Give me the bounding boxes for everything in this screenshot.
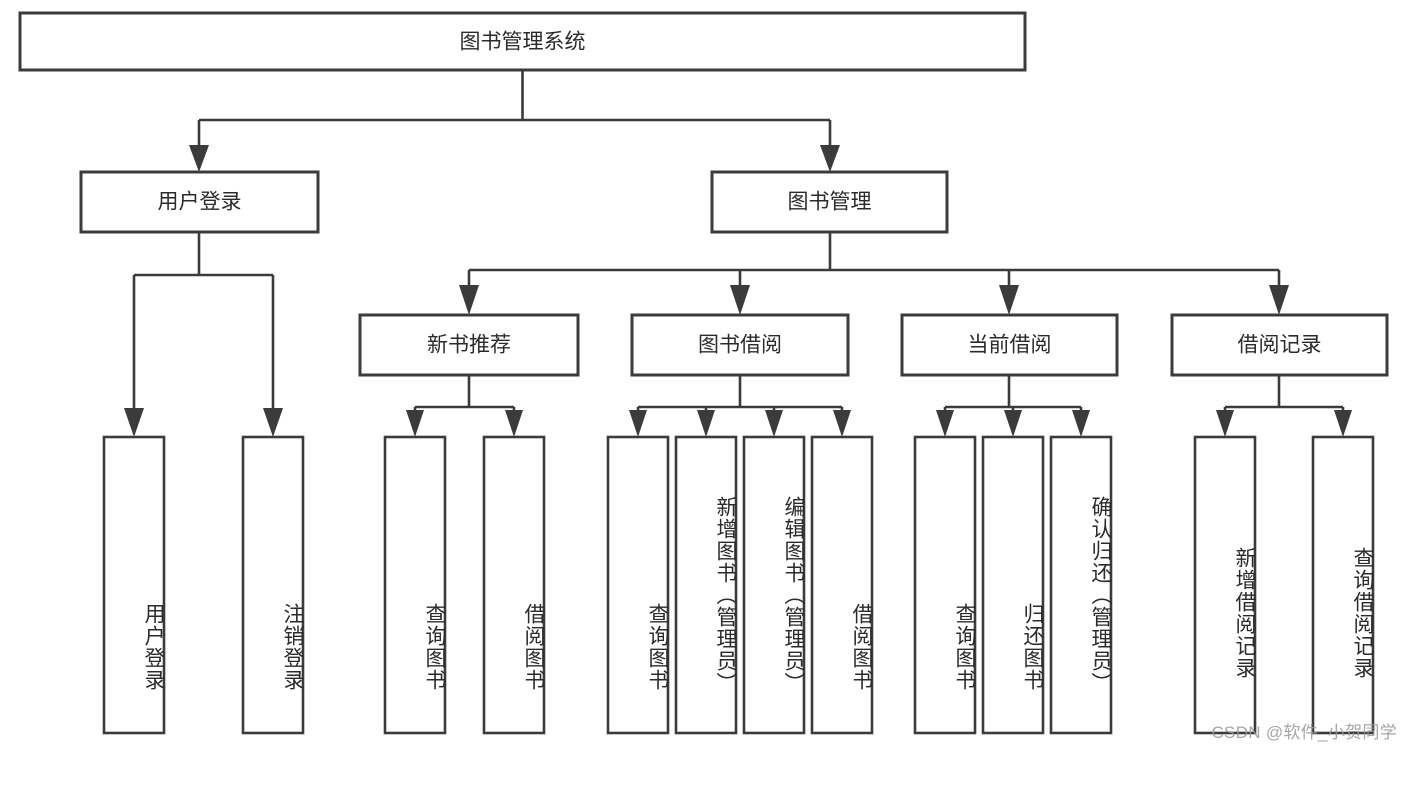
arrow-head-icon (459, 285, 479, 315)
node-title-system[interactable] (18, 11, 1027, 72)
node-new-book-recommend-label: 新书推荐 (427, 334, 511, 357)
csdn-watermark: CSDN @软件_小贺同学 (1211, 723, 1397, 742)
arrow-head-icon (1072, 410, 1090, 437)
node-leaf-add-book[interactable] (674, 435, 738, 735)
node-title-system-label: 图书管理系统 (460, 31, 586, 54)
node-book-borrow[interactable] (630, 313, 850, 377)
arrow-head-icon (124, 408, 144, 437)
node-book-borrow-label: 图书借阅 (698, 334, 782, 357)
node-leaf-query-book-2[interactable] (606, 435, 670, 735)
node-leaf-query-book-3[interactable] (913, 435, 977, 735)
arrow-head-icon (999, 285, 1019, 315)
node-leaf-query-book-1[interactable] (383, 435, 447, 735)
node-leaf-confirm-return[interactable] (1049, 435, 1113, 735)
arrow-head-icon (820, 145, 840, 172)
arrow-head-icon (629, 410, 647, 437)
arrow-head-icon (765, 410, 783, 437)
node-leaf-user-logout[interactable] (241, 435, 305, 735)
node-book-manage-label: 图书管理 (788, 191, 872, 214)
node-leaf-user-login[interactable] (102, 435, 166, 735)
system-structure-diagram: 图书管理系统 用户登录 图书管理 新书推荐 图书借阅 当前借阅 借阅记录 (18, 11, 1389, 735)
arrow-head-icon (697, 410, 715, 437)
arrow-head-icon (263, 408, 283, 437)
node-user-login-label: 用户登录 (158, 191, 242, 214)
node-leaf-borrow-book-2[interactable] (810, 435, 874, 735)
node-boxes: 图书管理系统 用户登录 图书管理 新书推荐 图书借阅 当前借阅 借阅记录 (18, 11, 1389, 735)
arrow-head-icon (1334, 410, 1352, 437)
node-new-book-recommend[interactable] (358, 313, 580, 377)
node-leaf-add-record[interactable] (1193, 435, 1257, 735)
node-leaf-borrow-book-1[interactable] (482, 435, 546, 735)
arrow-head-icon (189, 145, 209, 172)
node-borrow-record-label: 借阅记录 (1238, 334, 1322, 357)
node-current-borrow-label: 当前借阅 (968, 334, 1052, 357)
node-leaf-edit-book[interactable] (742, 435, 806, 735)
arrow-head-icon (1004, 410, 1022, 437)
arrow-head-icon (1216, 410, 1234, 437)
arrow-head-icon (730, 285, 750, 315)
arrow-head-icon (505, 410, 523, 437)
arrow-head-icon (406, 410, 424, 437)
node-leaf-return-book[interactable] (981, 435, 1045, 735)
node-user-login[interactable] (79, 170, 320, 234)
arrow-head-icon (1269, 285, 1289, 315)
node-book-manage[interactable] (710, 170, 949, 234)
arrow-head-icon (936, 410, 954, 437)
node-leaf-query-record[interactable] (1311, 435, 1375, 735)
arrow-head-icon (833, 410, 851, 437)
arrow-heads (124, 145, 1352, 437)
node-borrow-record[interactable] (1170, 313, 1389, 377)
flowchart-canvas: 图书管理系统 用户登录 图书管理 新书推荐 图书借阅 当前借阅 借阅记录 (18, 11, 1397, 742)
node-current-borrow[interactable] (900, 313, 1119, 377)
